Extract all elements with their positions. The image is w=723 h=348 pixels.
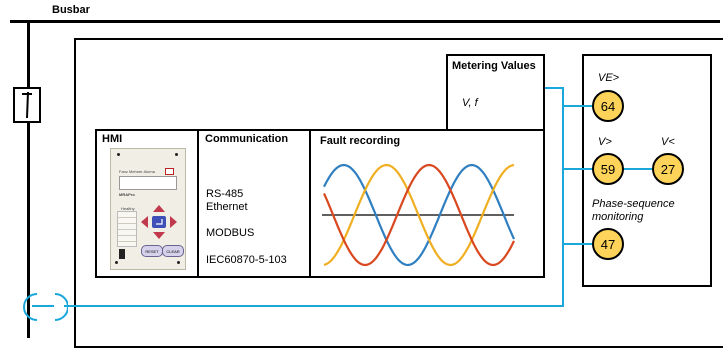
- divider-comm-fault: [309, 129, 311, 278]
- hmi-led-label: Healthy: [121, 206, 135, 211]
- hmi-device-model: MRAPro: [119, 192, 135, 197]
- ansi-59-circle: 59: [592, 153, 624, 185]
- metering-quantities: V, f: [462, 97, 478, 109]
- screw-icon: [177, 261, 180, 264]
- vover-label: V>: [598, 136, 612, 148]
- hmi-reset-button[interactable]: RESET: [141, 245, 163, 257]
- communication-interface-rs485: RS-485: [206, 188, 244, 200]
- phase-waveform-red: [322, 163, 515, 267]
- hmi-navigation-keypad[interactable]: [139, 203, 179, 241]
- busbar-label: Busbar: [52, 4, 90, 16]
- busbar-line: [10, 20, 720, 23]
- usb-port-icon: [119, 249, 125, 259]
- communication-protocol-iec: IEC60870-5-103: [206, 254, 287, 266]
- transformer-icon: [23, 293, 68, 321]
- phase-waveform-orange: [323, 163, 515, 267]
- vunder-label: V<: [661, 136, 675, 148]
- fault-recording-waveform: [322, 163, 516, 267]
- fault-recording-title: Fault recording: [320, 135, 401, 147]
- communication-title: Communication: [205, 133, 289, 145]
- phase-sequence-label-1: Phase-sequence: [592, 198, 675, 210]
- hmi-clear-button[interactable]: CLEAR: [162, 245, 184, 257]
- phase-waveform-blue: [323, 163, 516, 267]
- hmi-device-front: Fanz Mehner Aloma MRAPro Healthy RESET C…: [110, 148, 186, 270]
- ansi-27-circle: 27: [652, 153, 684, 185]
- divider-hmi-comm: [197, 129, 199, 278]
- measurement-link-line: [64, 87, 564, 307]
- screw-icon: [175, 153, 178, 156]
- ansi-47-circle: 47: [592, 228, 624, 260]
- phase-sequence-label-2: monitoring: [592, 211, 644, 223]
- screw-icon: [117, 153, 120, 156]
- screw-icon: [115, 261, 118, 264]
- ve-label: VE>: [598, 72, 620, 84]
- hmi-display: [119, 176, 177, 190]
- feeder-line: [27, 20, 30, 338]
- signal-connections: [64, 87, 652, 307]
- hmi-device-name: Fanz Mehner Aloma: [119, 169, 155, 174]
- hmi-title: HMI: [102, 133, 123, 145]
- disconnector-switch-icon: [13, 87, 41, 123]
- ansi-64-circle: 64: [592, 90, 624, 122]
- communication-protocol-modbus: MODBUS: [206, 227, 255, 239]
- brand-logo-icon: [165, 168, 174, 175]
- hmi-led-list: [117, 211, 137, 247]
- metering-values-title: Metering Values: [452, 60, 536, 72]
- communication-interface-ethernet: Ethernet: [206, 201, 248, 213]
